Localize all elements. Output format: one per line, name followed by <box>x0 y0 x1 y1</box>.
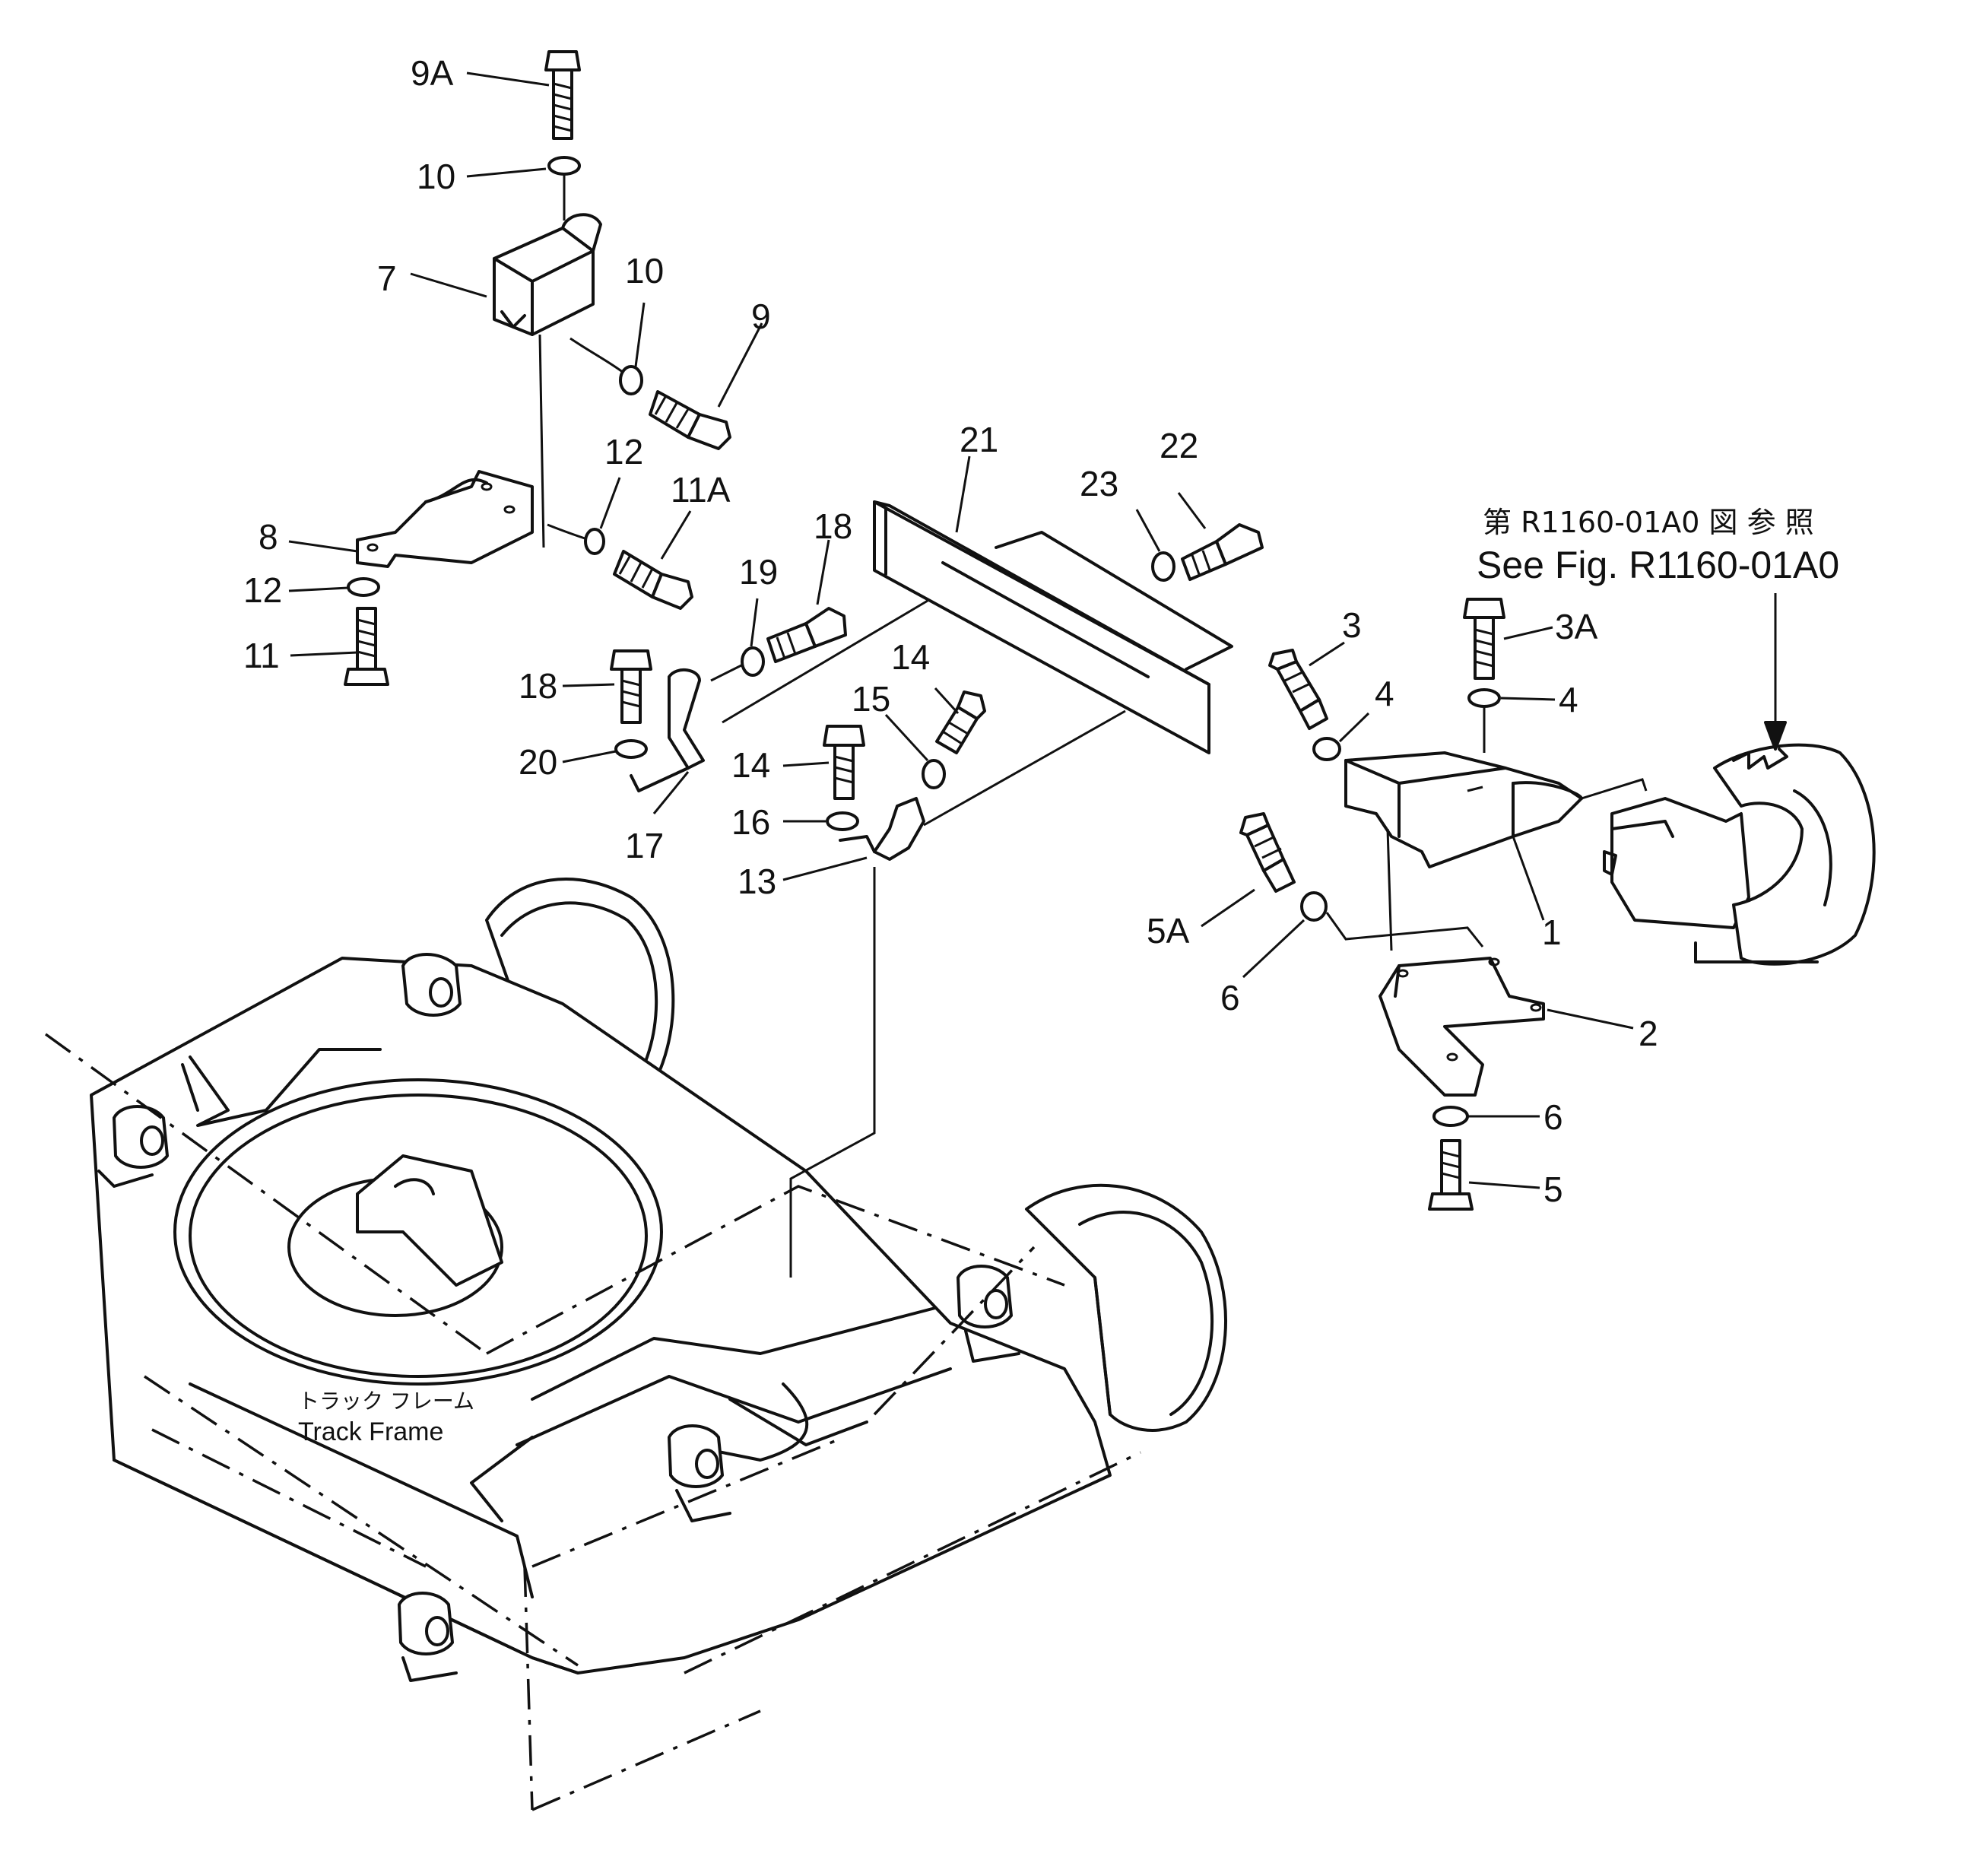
washer-4-left <box>1312 737 1341 761</box>
bolt-18-right <box>766 607 847 663</box>
bolt-11A <box>613 550 693 610</box>
callout-3A: 3A <box>1555 607 1598 646</box>
reference-note: 第 R1160-01A0 図 参 照 See Fig. R1160-01A0 <box>1477 506 1839 586</box>
callout-20: 20 <box>519 742 557 782</box>
bolt-3A <box>1463 598 1505 680</box>
callout-8: 8 <box>259 517 278 557</box>
callout-6-upper: 6 <box>1220 978 1240 1017</box>
washer-23 <box>1151 551 1175 582</box>
bolt-22 <box>1181 523 1264 581</box>
track-frame-label-en: Track Frame <box>298 1417 443 1446</box>
washer-12-upper <box>584 528 605 555</box>
bolt-18-left <box>610 649 652 724</box>
roller-upper <box>401 953 462 1017</box>
roller-left <box>97 1105 169 1188</box>
callout-16: 16 <box>731 802 770 842</box>
washer-20 <box>614 739 648 759</box>
washer-15 <box>922 759 946 789</box>
track-frame: トラック フレーム Track Frame <box>44 878 1227 1811</box>
callout-4-left: 4 <box>1375 674 1394 713</box>
washer-10-top <box>547 156 581 176</box>
callout-21: 21 <box>960 420 998 459</box>
bracket-2 <box>1378 957 1545 1097</box>
bolt-9 <box>649 390 731 450</box>
callout-10-mid: 10 <box>625 251 664 290</box>
reference-note-en: See Fig. R1160-01A0 <box>1477 544 1839 586</box>
callout-11: 11 <box>243 636 280 675</box>
callout-23: 23 <box>1080 464 1118 503</box>
callout-14-right: 14 <box>891 637 930 677</box>
bolt-9A <box>544 50 581 140</box>
cover-1 <box>1344 751 1583 868</box>
roller-center <box>668 1424 731 1522</box>
cover-assembly-right <box>1239 593 1876 1211</box>
callout-7: 7 <box>377 259 397 298</box>
clamp-17 <box>630 668 705 792</box>
callout-17: 17 <box>625 826 664 865</box>
washer-16 <box>826 811 859 831</box>
bolt-14-left <box>823 725 865 800</box>
bolt-5 <box>1428 1139 1474 1211</box>
clamp-13 <box>839 797 925 861</box>
callout-19: 19 <box>739 552 778 592</box>
callout-labels: 9A 10 7 10 9 12 11A 8 12 11 21 22 23 18 … <box>243 53 1658 1209</box>
bolt-5A <box>1239 812 1296 893</box>
referenced-assembly <box>1603 743 1876 966</box>
washer-4-right <box>1467 688 1501 708</box>
callout-9: 9 <box>751 297 771 336</box>
bolt-3 <box>1268 649 1328 730</box>
callout-9A: 9A <box>411 53 454 93</box>
callout-2: 2 <box>1639 1014 1658 1053</box>
callout-6-lower: 6 <box>1543 1097 1563 1137</box>
callout-1: 1 <box>1542 913 1562 952</box>
callout-12-upper: 12 <box>604 432 643 471</box>
track-frame-label-ja: トラック フレーム <box>298 1389 474 1414</box>
reference-note-ja: 第 R1160-01A0 図 参 照 <box>1483 506 1814 539</box>
washer-12-lower <box>347 577 380 597</box>
bar-21 <box>873 500 1233 754</box>
bolt-14-right <box>935 690 986 754</box>
roller-bottom <box>398 1592 458 1682</box>
callout-15: 15 <box>852 679 890 719</box>
callout-22: 22 <box>1160 426 1198 465</box>
callout-5: 5 <box>1543 1170 1563 1209</box>
washer-19 <box>741 646 765 677</box>
washer-10-mid <box>619 365 643 395</box>
bolt-11 <box>344 607 389 686</box>
callout-12-lower: 12 <box>243 570 282 610</box>
callout-5A: 5A <box>1147 911 1190 951</box>
bracket-assembly-left <box>344 50 731 686</box>
callout-18-left: 18 <box>519 666 557 706</box>
center-bar-assembly <box>610 500 1264 1278</box>
callout-3: 3 <box>1342 605 1362 645</box>
bracket-8 <box>356 470 534 568</box>
callout-13: 13 <box>738 862 776 901</box>
callout-4-right: 4 <box>1559 680 1578 719</box>
callout-11A: 11A <box>671 470 731 509</box>
callout-18-right: 18 <box>814 506 852 546</box>
washer-6-lower <box>1432 1106 1469 1127</box>
callout-10-top: 10 <box>417 157 455 196</box>
bracket-7 <box>493 213 602 336</box>
callout-14-left: 14 <box>731 745 770 785</box>
leader-lines <box>288 71 1634 1189</box>
washer-6-upper <box>1300 891 1328 922</box>
